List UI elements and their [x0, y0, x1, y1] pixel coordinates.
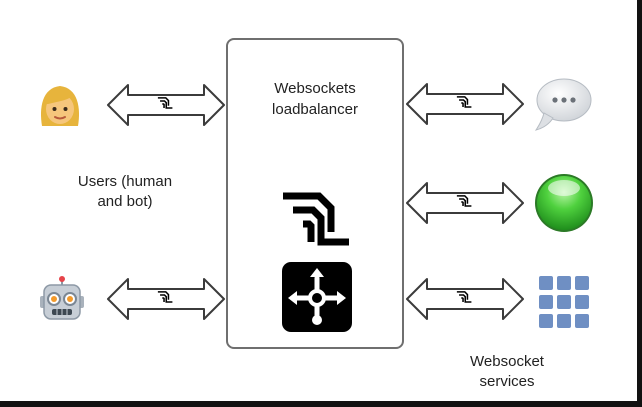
loadbalancer-title-line1: Websockets	[274, 80, 356, 97]
app-grid-icon	[539, 276, 589, 328]
arrow-user-bottom	[107, 278, 225, 320]
diagram-canvas: Websockets loadbalancer	[0, 0, 637, 401]
services-label-line2: services	[479, 373, 535, 390]
woman-face-emoji-icon	[40, 86, 80, 126]
arrow-service-middle	[406, 182, 524, 224]
users-label-line2: and bot)	[97, 193, 153, 210]
services-label-line1: Websocket	[470, 353, 544, 370]
router-icon	[282, 262, 352, 332]
arrow-user-top	[107, 84, 225, 126]
websocket-logo-icon	[283, 192, 349, 246]
speech-bubble-icon	[534, 78, 592, 131]
users-label-line1: Users (human	[77, 173, 173, 190]
services-label: Websocket services	[442, 352, 572, 392]
users-label: Users (human and bot)	[56, 172, 194, 212]
robot-face-emoji-icon	[40, 276, 84, 320]
loadbalancer-title: Websockets loadbalancer	[228, 78, 402, 120]
loadbalancer-title-line2: loadbalancer	[272, 101, 358, 118]
arrow-service-bottom	[406, 278, 524, 320]
green-circle-icon	[535, 174, 593, 232]
arrow-service-top	[406, 83, 524, 125]
